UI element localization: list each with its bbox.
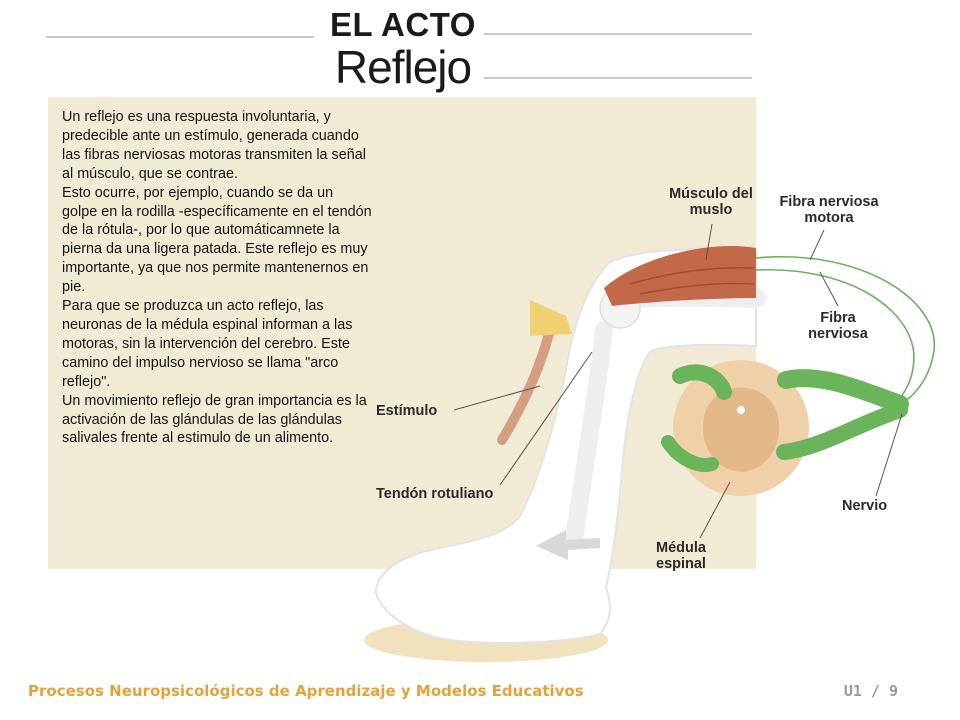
label-fibra: Fibra nerviosa (808, 310, 868, 342)
nerve-lower (661, 435, 719, 472)
nerve-upper (672, 364, 732, 400)
page-number: U1 / 9 (843, 682, 898, 700)
motor-fiber-path (755, 256, 935, 405)
central-canal (737, 406, 745, 414)
nerve-right (777, 369, 909, 413)
leader-nervio (875, 413, 903, 497)
leg-silhouette (374, 248, 757, 644)
label-fibra-motora: Fibra nerviosa motora (779, 194, 879, 226)
grey-matter (703, 387, 779, 472)
title-line-2: Reflejo (334, 41, 472, 93)
leader-medula (699, 481, 731, 539)
label-musculo: Músculo del muslo (669, 186, 753, 218)
label-tendon: Tendón rotuliano (376, 486, 494, 502)
paragraph-2: Esto ocurre, por ejemplo, cuando se da u… (62, 184, 372, 296)
explanation-text: Un reflejo es una respuesta involuntaria… (62, 108, 372, 448)
leader-estimulo (453, 385, 541, 411)
shin-bone (565, 321, 613, 549)
header-rule-left (46, 36, 314, 38)
motion-arrow (536, 530, 600, 560)
label-medula: Médula espinal (656, 540, 706, 572)
leader-fibra (819, 271, 839, 307)
paragraph-1: Un reflejo es una respuesta involuntaria… (62, 109, 366, 182)
leader-musculo (705, 223, 713, 261)
nerve-right-low (776, 402, 908, 460)
thigh-muscle (604, 245, 756, 306)
label-nervio: Nervio (842, 498, 888, 514)
label-estimulo: Estímulo (376, 403, 438, 419)
reflex-hammer-head (530, 300, 572, 336)
paragraph-4: Un movimiento reflejo de gran importanci… (62, 392, 367, 447)
muscle-striations (629, 266, 755, 295)
title-line-1: EL ACTO (330, 6, 476, 43)
leader-fibra-motora (809, 229, 825, 261)
course-title: Procesos Neuropsicológicos de Aprendizaj… (28, 682, 584, 700)
sensory-fiber-path (755, 269, 915, 407)
header-rule-right (484, 33, 752, 35)
leader-tendon (499, 351, 593, 486)
paragraph-3: Para que se produzca un acto reflejo, la… (62, 298, 353, 390)
header-rule-bottom (484, 77, 752, 79)
